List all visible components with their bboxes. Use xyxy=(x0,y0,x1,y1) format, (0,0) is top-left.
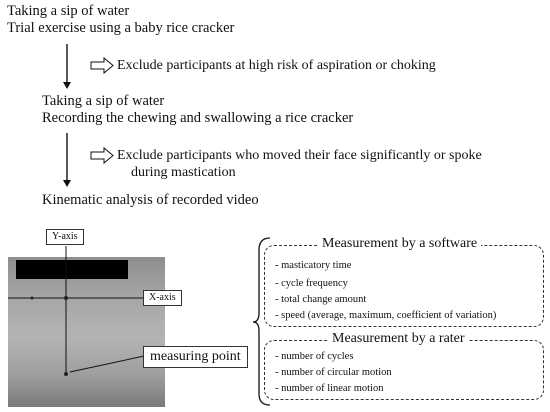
measuring-point-label: measuring point xyxy=(143,346,248,368)
software-item-3: - total change amount xyxy=(275,294,367,305)
y-axis-label: Y-axis xyxy=(46,229,84,245)
software-item-2: - cycle frequency xyxy=(275,278,348,289)
bracket-brace xyxy=(252,237,271,406)
x-axis-label: X-axis xyxy=(143,290,182,306)
rater-item-2: - number of circular motion xyxy=(275,367,392,378)
software-item-4: - speed (average, maximum, coefficient o… xyxy=(275,310,497,321)
left-dot xyxy=(30,296,34,300)
origin-dot xyxy=(64,296,68,300)
rater-box-title: Measurement by a rater xyxy=(328,332,469,346)
rater-item-1: - number of cycles xyxy=(275,351,354,362)
face-photo xyxy=(8,257,165,407)
step2-line1: Taking a sip of water xyxy=(42,93,165,109)
step3-text: Kinematic analysis of recorded video xyxy=(42,192,259,208)
exclusion2-line1: Exclude participants who moved their fac… xyxy=(117,148,482,163)
software-item-1: - masticatory time xyxy=(275,260,352,271)
eye-censor-bar xyxy=(16,260,128,279)
measuring-point-dot xyxy=(64,372,68,376)
measuring-point-pointer xyxy=(69,355,145,373)
exclusion1-text: Exclude participants at high risk of asp… xyxy=(117,58,436,73)
hollow-arrow-2-icon xyxy=(90,146,114,165)
step2-line2: Recording the chewing and swallowing a r… xyxy=(42,110,354,126)
software-box-title: Measurement by a software xyxy=(318,237,482,251)
rater-item-3: - number of linear motion xyxy=(275,383,384,394)
step1-line1: Taking a sip of water xyxy=(7,3,130,19)
exclusion2-line2: during mastication xyxy=(131,165,236,180)
hollow-arrow-1-icon xyxy=(90,56,114,75)
step1-line2: Trial exercise using a baby rice cracker xyxy=(7,20,235,36)
